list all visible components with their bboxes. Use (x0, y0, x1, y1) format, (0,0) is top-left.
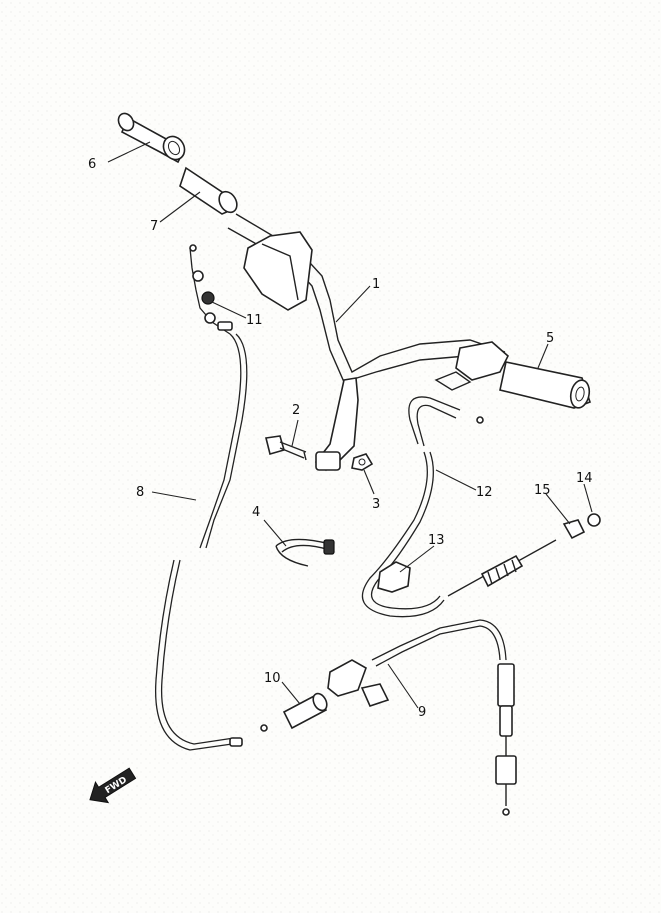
callout-13: 13 (428, 533, 445, 548)
throttle-tube (179, 166, 238, 215)
hose (361, 396, 484, 618)
left-grip (117, 112, 186, 164)
bolt (265, 435, 307, 461)
cable-end-parts (562, 513, 601, 540)
callout-3: 3 (372, 497, 380, 512)
callout-5: 5 (546, 331, 554, 346)
hose-clip (377, 561, 411, 593)
adjuster-screw (201, 291, 215, 305)
callout-labels: 6 7 1 2 3 4 5 8 9 10 11 12 13 14 15 (88, 157, 593, 720)
handlebar (227, 213, 509, 471)
nut (351, 453, 374, 471)
callout-6: 6 (88, 157, 96, 172)
cable-adjuster (282, 692, 328, 730)
callout-2: 2 (292, 403, 300, 418)
callout-10: 10 (264, 671, 281, 686)
leader-lines (107, 141, 593, 709)
callout-12: 12 (476, 485, 493, 500)
callout-15: 15 (534, 483, 551, 498)
cable-clamp-band (275, 538, 335, 567)
brake-cable (154, 244, 268, 751)
throttle-cable (327, 539, 557, 816)
callout-14: 14 (576, 471, 593, 486)
callout-4: 4 (252, 505, 260, 520)
right-grip (499, 361, 592, 409)
callout-1: 1 (372, 277, 380, 292)
callout-9: 9 (418, 705, 426, 720)
callout-8: 8 (136, 485, 144, 500)
callout-7: 7 (150, 219, 158, 234)
callout-11: 11 (246, 313, 263, 328)
